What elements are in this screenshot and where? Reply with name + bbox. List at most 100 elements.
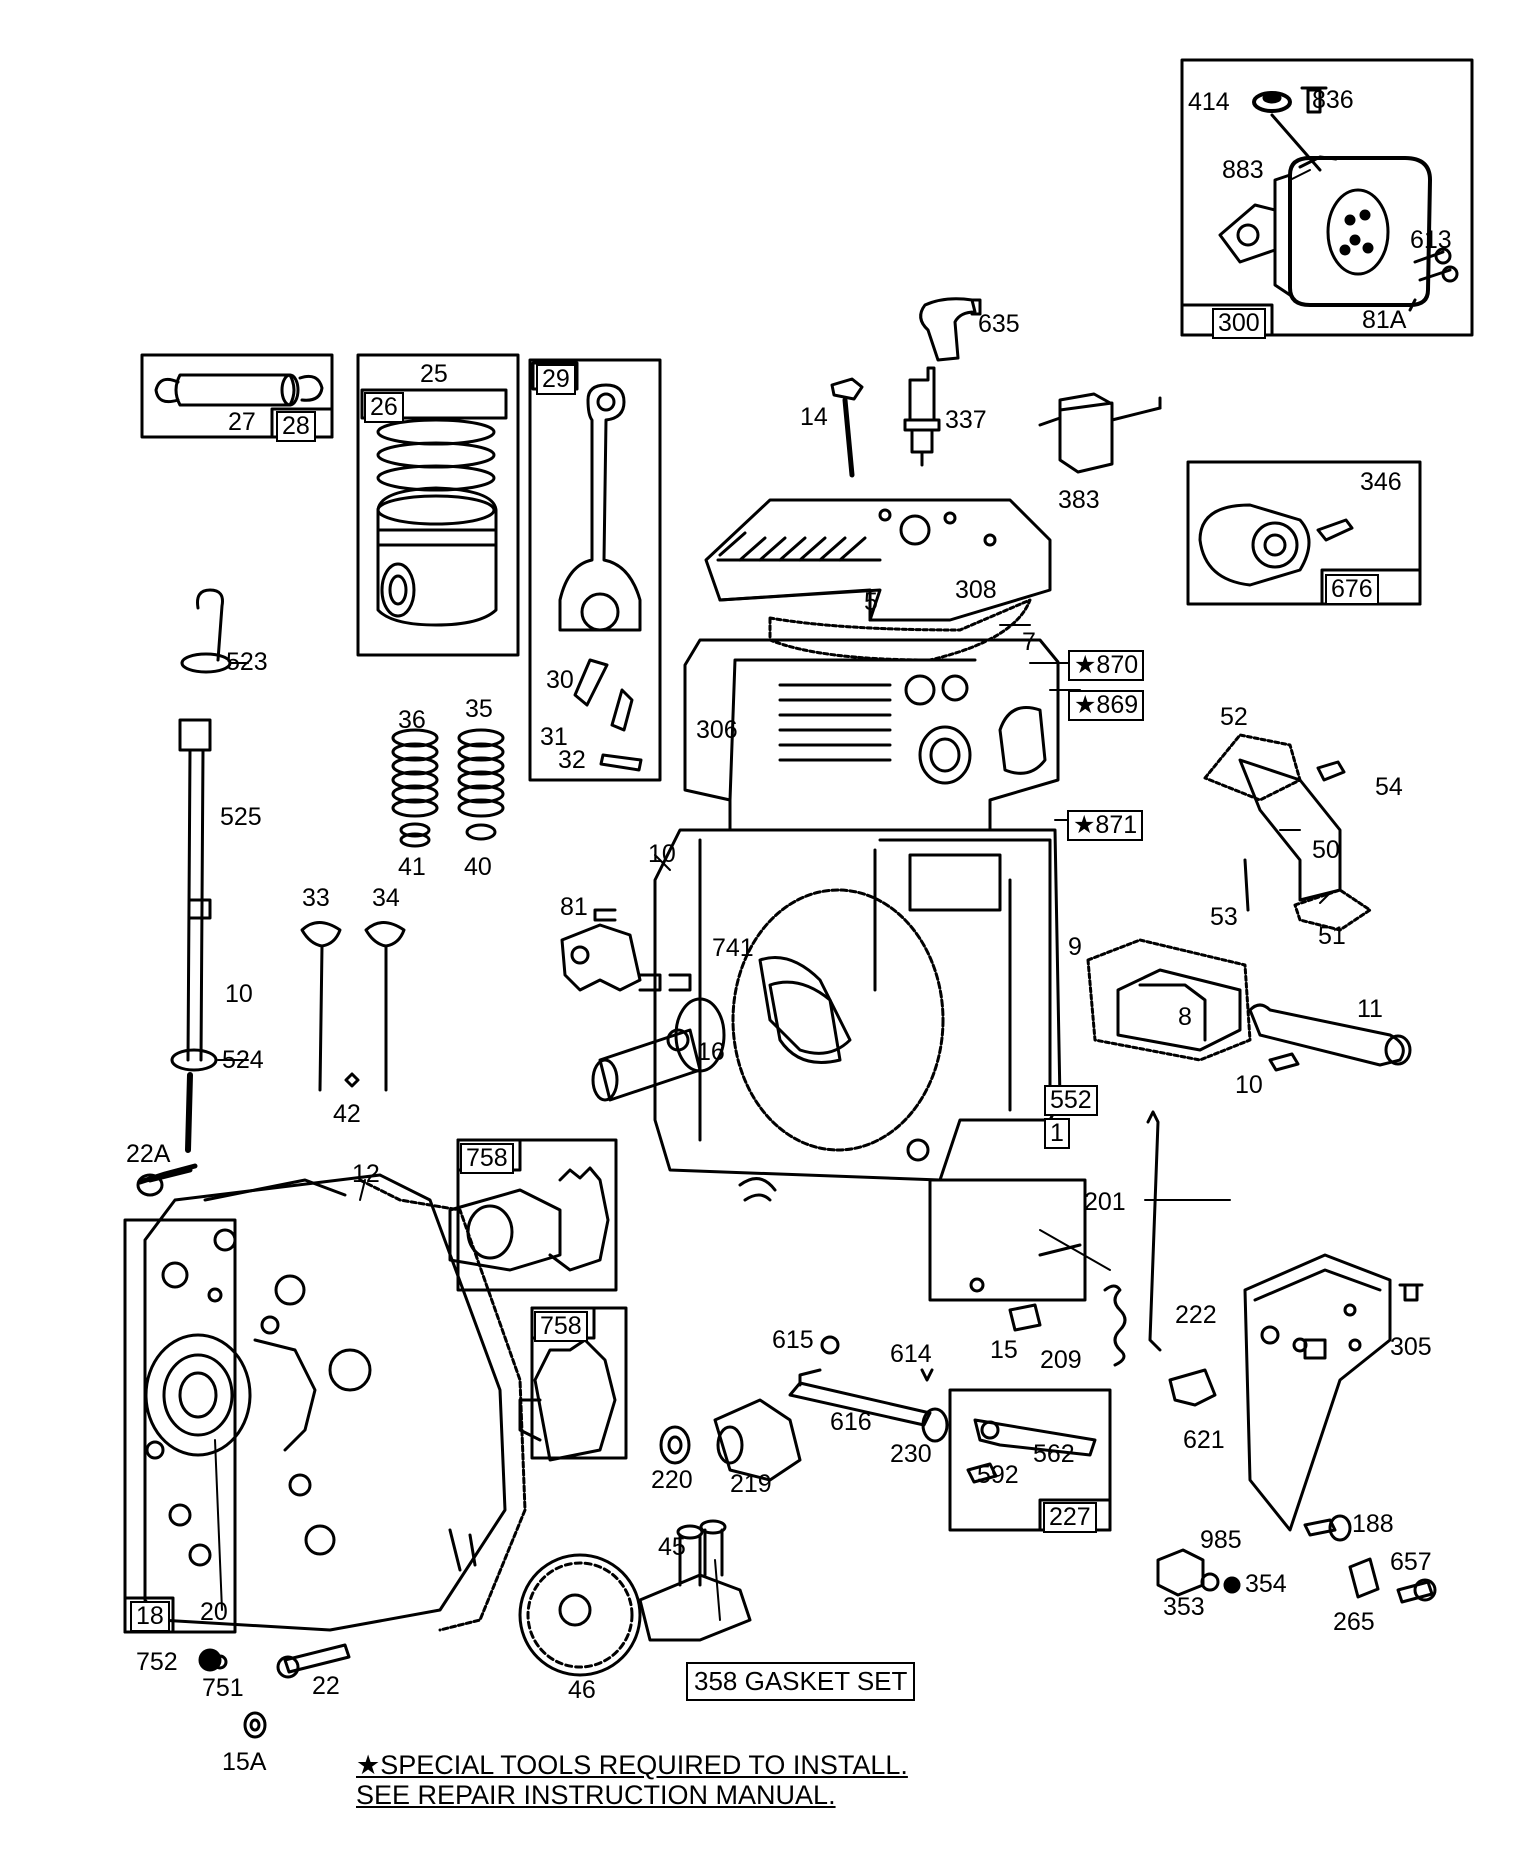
spark-plug-group [830, 297, 982, 478]
part-label-525: 525 [220, 803, 262, 831]
part-label-18: 18 [130, 1601, 170, 1632]
muffler-assembly-group [1180, 58, 1474, 337]
part-label-383: 383 [1058, 486, 1100, 514]
part-label-11: 11 [1357, 995, 1383, 1023]
part-label-7: 7 [1022, 628, 1036, 656]
breather-81-group [560, 908, 692, 992]
part-label-52: 52 [1220, 703, 1248, 731]
part-label-201: 201 [1084, 1188, 1126, 1216]
part-label-8: 8 [1178, 1003, 1192, 1031]
part-label-870: ★870 [1068, 650, 1145, 681]
part-label-592: 592 [977, 1461, 1019, 1489]
part-label-230: 230 [890, 1440, 932, 1468]
part-label-836: 836 [1312, 86, 1354, 114]
breather-cover-group [1086, 938, 1412, 1072]
part-label-562: 562 [1033, 1440, 1075, 1468]
part-label-16: 16 [697, 1038, 725, 1066]
valves-group [300, 921, 406, 1092]
part-label-613: 613 [1410, 226, 1452, 254]
cylinder-head-group [704, 498, 1052, 662]
part-label-36: 36 [398, 706, 426, 734]
part-label-188: 188 [1352, 1510, 1394, 1538]
part-label-222: 222 [1175, 1301, 1217, 1329]
valve-springs-group [391, 728, 505, 848]
part-label-676: 676 [1325, 574, 1379, 605]
part-label-300: 300 [1212, 308, 1266, 339]
part-label-985: 985 [1200, 1526, 1242, 1554]
part-label-15A: 15A [222, 1748, 267, 1776]
part-label-308: 308 [955, 576, 997, 604]
part-label-34: 34 [372, 884, 400, 912]
part-label-265: 265 [1333, 1608, 1375, 1636]
part-label-15: 15 [990, 1336, 1018, 1364]
part-label-209: 209 [1040, 1346, 1082, 1374]
part-label-33: 33 [302, 884, 330, 912]
part-label-5: 5 [864, 588, 878, 616]
part-label-45: 45 [658, 1533, 686, 1561]
part-label-524: 524 [222, 1046, 264, 1074]
part-label-552: 552 [1044, 1085, 1098, 1116]
part-label-10c: 10 [225, 980, 253, 1008]
part-label-353: 353 [1163, 1593, 1205, 1621]
part-label-54: 54 [1375, 773, 1403, 801]
part-label-354: 354 [1245, 1570, 1287, 1598]
part-label-35: 35 [465, 695, 493, 723]
part-label-10b: 10 [1235, 1071, 1263, 1099]
part-label-31: 31 [540, 723, 568, 751]
part-label-635: 635 [978, 310, 1020, 338]
part-label-46: 46 [568, 1676, 596, 1704]
gasket-set-label: 358 GASKET SET [686, 1662, 916, 1701]
part-label-29: 29 [536, 364, 576, 395]
part-label-758b: 758 [534, 1311, 588, 1342]
camshaft-group [518, 1519, 752, 1677]
part-label-657: 657 [1390, 1548, 1432, 1576]
part-label-621: 621 [1183, 1426, 1225, 1454]
part-label-346: 346 [1360, 468, 1402, 496]
part-label-751: 751 [202, 1674, 244, 1702]
part-label-9: 9 [1068, 933, 1082, 961]
dipstick-group [170, 588, 232, 1153]
part-label-30: 30 [546, 666, 574, 694]
part-label-741: 741 [712, 934, 754, 962]
part-label-615: 615 [772, 1326, 814, 1354]
part-label-1: 1 [1044, 1118, 1070, 1149]
tool-383 [1038, 392, 1162, 474]
part-label-869: ★869 [1068, 690, 1145, 721]
part-label-306: 306 [696, 716, 738, 744]
part-label-41: 41 [398, 853, 426, 881]
part-label-42: 42 [333, 1100, 361, 1128]
part-label-14: 14 [800, 403, 828, 431]
small-hardware-group [1156, 1548, 1437, 1604]
governor-shaft-group [659, 1335, 949, 1482]
part-label-81A: 81A [1362, 306, 1407, 334]
part-label-12: 12 [352, 1160, 380, 1188]
part-label-53: 53 [1210, 903, 1238, 931]
part-label-305: 305 [1390, 1333, 1432, 1361]
engine-block-group [591, 638, 1087, 1302]
footnote-line-1: ★SPECIAL TOOLS REQUIRED TO INSTALL. [356, 1750, 908, 1780]
part-label-20: 20 [200, 1598, 228, 1626]
part-label-752: 752 [136, 1648, 178, 1676]
links-springs-group [1008, 1110, 1162, 1367]
connecting-rod-group [528, 358, 662, 782]
part-label-26: 26 [364, 392, 404, 423]
control-bracket-group [1168, 1253, 1424, 1542]
part-label-32: 32 [558, 746, 586, 774]
part-label-871: ★871 [1067, 810, 1144, 841]
part-label-22: 22 [312, 1672, 340, 1700]
part-label-51: 51 [1318, 922, 1346, 950]
part-label-27: 27 [228, 408, 256, 436]
part-label-219: 219 [730, 1470, 772, 1498]
part-label-414: 414 [1188, 88, 1230, 116]
lever-227-group [948, 1388, 1112, 1532]
part-label-28: 28 [276, 411, 316, 442]
part-label-337: 337 [945, 406, 987, 434]
bottom-bolts-group [137, 1163, 351, 1739]
part-label-616: 616 [830, 1408, 872, 1436]
part-label-50: 50 [1312, 836, 1340, 864]
part-label-523: 523 [226, 648, 268, 676]
footnote-line-2: SEE REPAIR INSTRUCTION MANUAL. [356, 1780, 836, 1810]
